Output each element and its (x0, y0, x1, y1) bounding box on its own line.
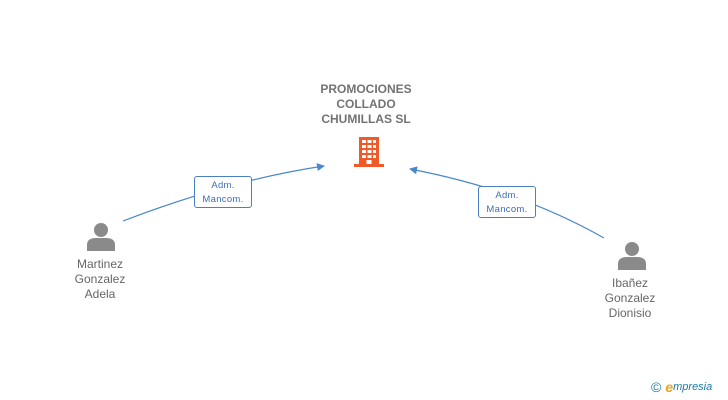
brand-footer[interactable]: © e mpresia (651, 379, 712, 395)
relation-2-label-line-1: Adm. (495, 190, 519, 201)
person-2-name-line-2: Gonzalez (604, 291, 656, 305)
brand-logo-text: mpresia (673, 381, 713, 393)
person-2-name-line-1: Ibañez (611, 276, 649, 290)
brand-logo-letter: e (665, 379, 674, 395)
relation-label-2[interactable]: Adm. Mancom. (478, 186, 536, 218)
person-icon[interactable] (86, 221, 116, 251)
relation-label-1[interactable]: Adm. Mancom. (194, 176, 252, 208)
relation-1-label-line-2: Mancom. (202, 194, 244, 205)
copyright-symbol: © (651, 379, 662, 395)
company-name-line-1: PROMOCIONES (320, 82, 412, 96)
company-name-line-2: COLLADO (336, 97, 396, 111)
person-name-2[interactable]: Ibañez Gonzalez Dionisio (585, 276, 675, 321)
person-1-name-line-2: Gonzalez (74, 272, 126, 286)
relation-1-label-line-1: Adm. (211, 180, 235, 191)
person-icon[interactable] (617, 240, 647, 270)
relation-2-label-line-2: Mancom. (486, 204, 528, 215)
building-icon[interactable] (353, 136, 385, 168)
person-1-name-line-3: Adela (84, 287, 116, 301)
company-name-line-3: CHUMILLAS SL (321, 112, 411, 126)
person-name-1[interactable]: Martinez Gonzalez Adela (55, 257, 145, 302)
company-name[interactable]: PROMOCIONES COLLADO CHUMILLAS SL (296, 82, 436, 127)
person-1-name-line-1: Martinez (76, 257, 123, 271)
person-2-name-line-3: Dionisio (608, 306, 652, 320)
